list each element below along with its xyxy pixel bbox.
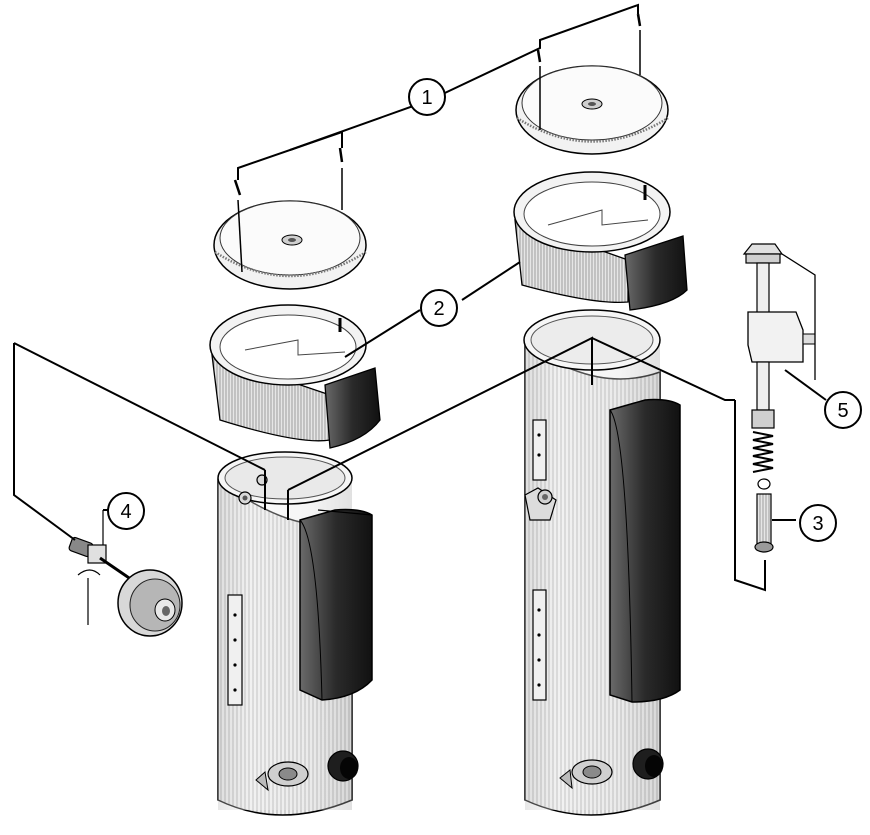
callout-5-label: 5 — [837, 400, 848, 422]
callout-2-label: 2 — [433, 298, 444, 320]
callout-5: 5 — [824, 391, 862, 429]
float-valve-assembly — [68, 510, 183, 637]
left-basket — [209, 304, 381, 449]
callout-3-label: 3 — [812, 513, 823, 535]
right-skimmer-body — [523, 309, 681, 816]
callout-4-label: 4 — [120, 501, 131, 523]
leader-lines — [13, 3, 827, 592]
callout-4: 4 — [107, 492, 145, 530]
callout-3: 3 — [799, 504, 837, 542]
callout-1-label: 1 — [421, 87, 432, 109]
valve-pipe-assembly — [742, 243, 816, 553]
left-skimmer-body — [217, 451, 373, 816]
left-lid — [213, 200, 367, 290]
lid-screws — [233, 13, 642, 273]
right-lid — [515, 65, 669, 155]
right-basket — [513, 171, 688, 311]
callout-1: 1 — [408, 78, 446, 116]
callout-2: 2 — [420, 289, 458, 327]
